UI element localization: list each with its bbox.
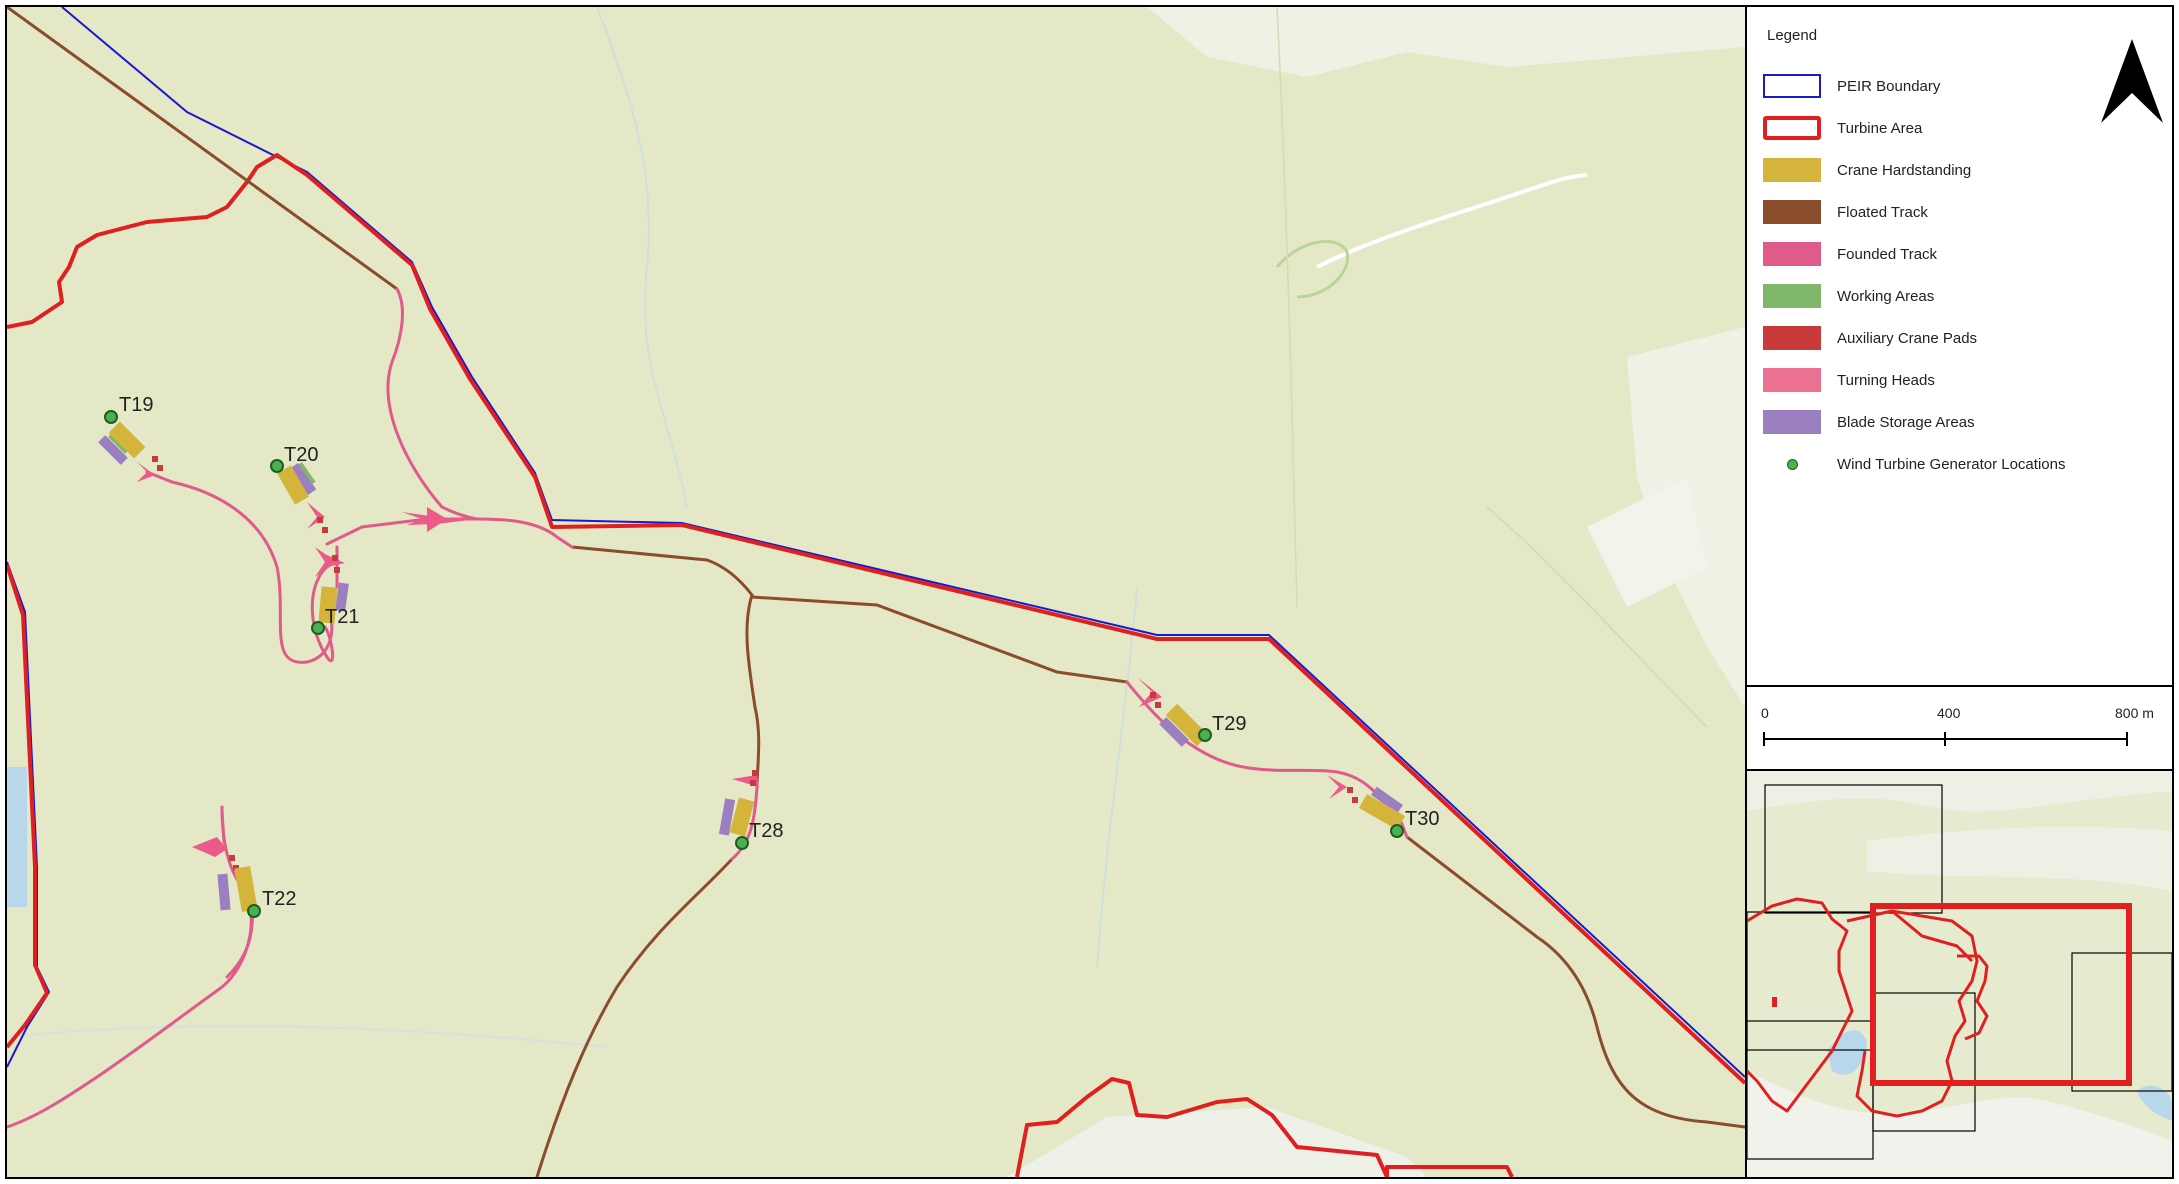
- inset-tile-frames: [1747, 784, 2172, 1160]
- floated-track: [7, 7, 1745, 1177]
- legend-label: Crane Hardstanding: [1837, 161, 1972, 179]
- turbine-marker-t19[interactable]: [104, 410, 118, 424]
- blade-storage-areas: [98, 435, 1403, 911]
- legend-swatch-founded-track: [1763, 242, 1821, 266]
- legend-title: Legend: [1767, 27, 1818, 44]
- turbine-label-t30: T30: [1405, 808, 1439, 830]
- legend-item-floated-track: Floated Track: [1763, 197, 2093, 227]
- legend-label: Working Areas: [1837, 287, 1935, 305]
- overview-inset-map[interactable]: [1747, 771, 2172, 1177]
- legend-swatch-peir-boundary: [1763, 74, 1821, 98]
- turbine-marker-t22[interactable]: [247, 904, 261, 918]
- turbine-label-t28: T28: [749, 820, 783, 842]
- legend: Legend PEIR Boundary Turbine Area Crane …: [1747, 7, 2172, 687]
- turbine-label-t22: T22: [262, 888, 296, 910]
- inset-current-extent: [1870, 903, 2132, 1086]
- legend-item-crane-hardstanding: Crane Hardstanding: [1763, 155, 2093, 185]
- turbine-marker-t28[interactable]: [735, 836, 749, 850]
- legend-item-blade-storage-areas: Blade Storage Areas: [1763, 407, 2093, 437]
- scale-bar-graphic: [1763, 732, 2128, 746]
- legend-label: Floated Track: [1837, 203, 1928, 221]
- working-areas: [108, 434, 316, 484]
- scale-label-800: 800 m: [2115, 705, 2154, 721]
- inset-map-svg: [1747, 771, 2172, 1177]
- turbine-marker-t20[interactable]: [270, 459, 284, 473]
- legend-swatch-turbine-area: [1763, 116, 1821, 140]
- turbine-marker-t21[interactable]: [311, 621, 325, 635]
- turbine-label-t19: T19: [119, 394, 153, 416]
- legend-label: Founded Track: [1837, 245, 1938, 263]
- founded-track: [7, 287, 1409, 1129]
- side-panel: Legend PEIR Boundary Turbine Area Crane …: [1747, 7, 2172, 1177]
- turbine-label-t20: T20: [284, 444, 318, 466]
- north-arrow-icon: [2101, 39, 2163, 123]
- turbine-locations: [104, 410, 1404, 918]
- legend-swatch-floated-track: [1763, 200, 1821, 224]
- auxiliary-crane-pads: [152, 456, 1358, 871]
- turbine-labels: T19 T20 T21 T22 T28 T29 T30: [119, 394, 1439, 910]
- legend-label: Auxiliary Crane Pads: [1837, 329, 1978, 347]
- legend-swatch-turning-heads: [1763, 368, 1821, 392]
- turbine-marker-t29[interactable]: [1198, 728, 1212, 742]
- turbine-marker-t30[interactable]: [1390, 824, 1404, 838]
- legend-swatch-auxiliary-crane-pads: [1763, 326, 1821, 350]
- scale-bar: 0 400 800 m: [1747, 687, 2172, 771]
- crane-hardstanding: [108, 421, 1406, 913]
- legend-label: PEIR Boundary: [1837, 77, 1941, 95]
- main-map[interactable]: T19 T20 T21 T22 T28 T29 T30: [7, 7, 1747, 1177]
- basemap-features: [7, 7, 1745, 1177]
- legend-item-turbine-area: Turbine Area: [1763, 113, 2093, 143]
- legend-item-auxiliary-crane-pads: Auxiliary Crane Pads: [1763, 323, 2093, 353]
- legend-label: Turning Heads: [1837, 371, 1935, 389]
- legend-swatch-turbine-location: [1763, 452, 1821, 476]
- legend-item-working-areas: Working Areas: [1763, 281, 2093, 311]
- main-map-svg: T19 T20 T21 T22 T28 T29 T30: [7, 7, 1745, 1177]
- legend-item-turning-heads: Turning Heads: [1763, 365, 2093, 395]
- turbine-label-t21: T21: [325, 606, 359, 628]
- legend-label: Wind Turbine Generator Locations: [1837, 455, 2066, 473]
- legend-swatch-working-areas: [1763, 284, 1821, 308]
- scale-label-400: 400: [1937, 705, 1961, 721]
- legend-swatch-blade-storage-areas: [1763, 410, 1821, 434]
- legend-item-turbine-locations: Wind Turbine Generator Locations: [1763, 449, 2093, 479]
- turbine-area: [7, 153, 1745, 1177]
- scale-label-0: 0: [1761, 705, 1769, 721]
- legend-item-founded-track: Founded Track: [1763, 239, 2093, 269]
- turning-heads: [137, 462, 1347, 857]
- legend-label: Blade Storage Areas: [1837, 413, 1975, 431]
- turbine-label-t29: T29: [1212, 713, 1246, 735]
- legend-item-peir-boundary: PEIR Boundary: [1763, 71, 2093, 101]
- legend-label: Turbine Area: [1837, 119, 1923, 137]
- map-frame: T19 T20 T21 T22 T28 T29 T30 Legend PEIR …: [5, 5, 2174, 1179]
- inset-turbine-area: [1747, 897, 1989, 1118]
- legend-swatch-crane-hardstanding: [1763, 158, 1821, 182]
